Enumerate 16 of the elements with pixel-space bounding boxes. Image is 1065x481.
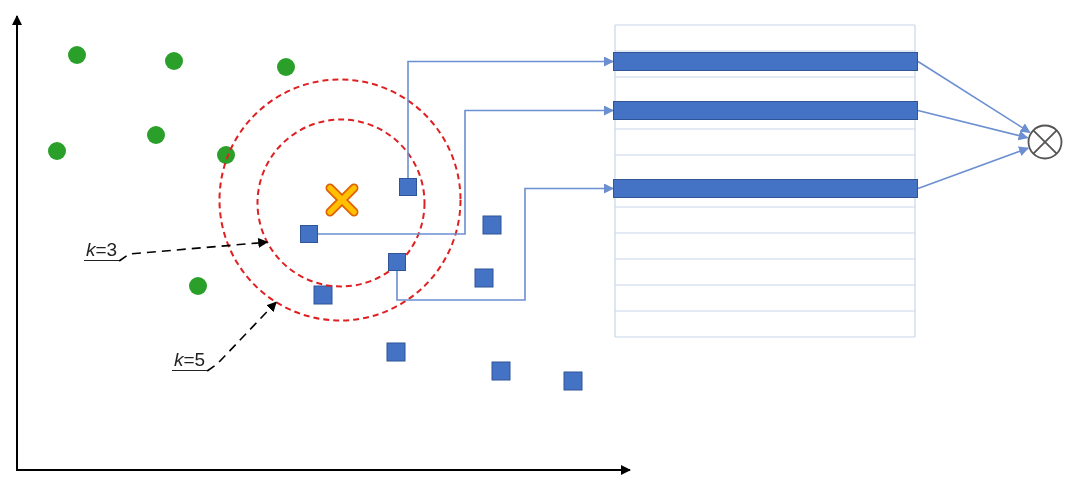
arrow	[396, 183, 614, 301]
leader-arrow	[118, 238, 269, 262]
arrow	[917, 60, 1031, 134]
data-point-square	[399, 178, 417, 196]
feature-bar	[613, 179, 918, 198]
data-point-square	[388, 253, 406, 271]
arrow	[917, 146, 1030, 190]
parameter-label: k=5	[172, 350, 208, 371]
feature-bar	[613, 52, 918, 71]
arrow	[917, 109, 1029, 141]
arrow	[407, 56, 614, 179]
parameter-label: k=3	[84, 240, 120, 261]
arrow	[317, 105, 614, 235]
feature-bar	[613, 101, 918, 120]
data-point-square	[300, 225, 318, 243]
leader-arrow	[206, 301, 277, 372]
